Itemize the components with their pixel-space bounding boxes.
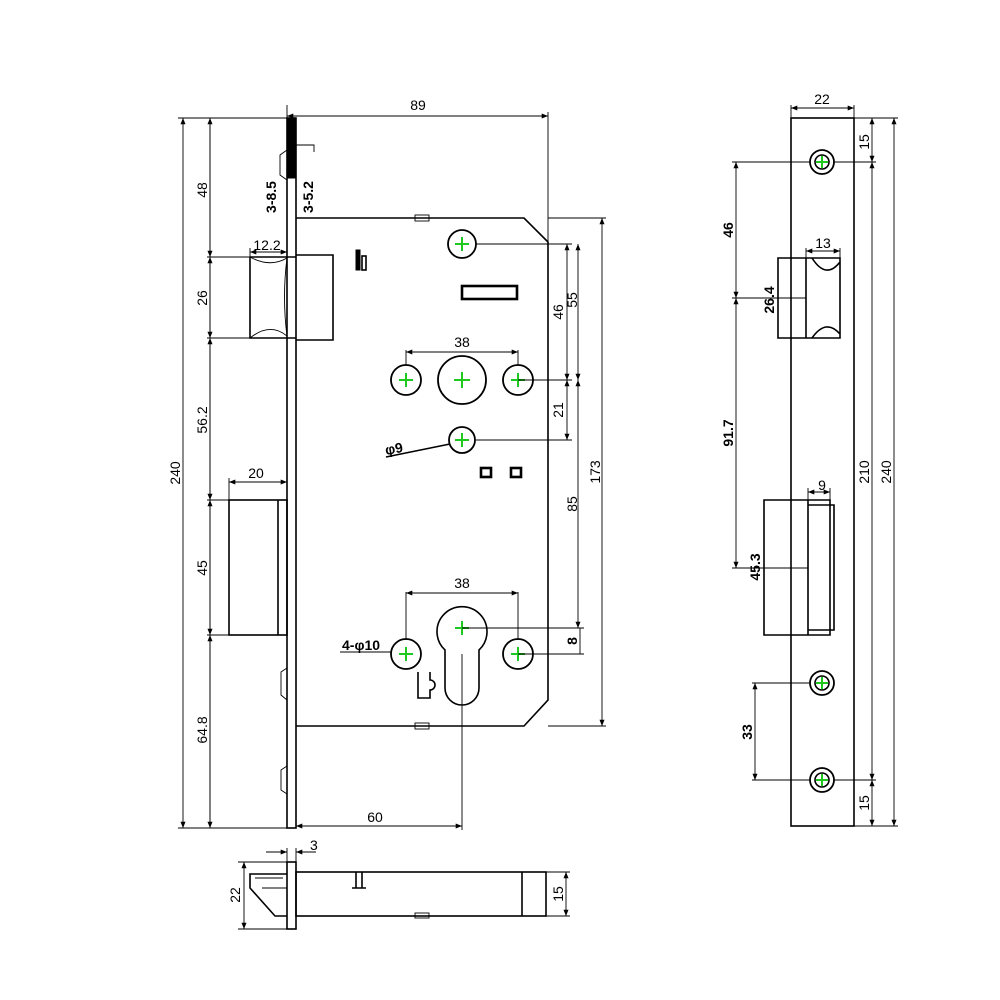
bottom-latch-detail bbox=[255, 877, 287, 889]
front-view: 89 240 48 26 56.2 45 64.8 12.2 20 3-8.5 … bbox=[167, 97, 606, 830]
dim-right-21: 21 bbox=[550, 402, 566, 418]
case-mark bbox=[355, 249, 361, 271]
latch-bevel bbox=[249, 256, 288, 339]
case-slot-top bbox=[414, 214, 430, 222]
dim-left-bottom: 64.8 bbox=[194, 716, 210, 743]
bottom-view: 3 22 15 bbox=[227, 837, 570, 930]
note-faceplate-a: 3-8.5 bbox=[263, 181, 279, 213]
dim-bottom-case-height: 15 bbox=[550, 886, 566, 902]
dim-cylinder-offset: 8 bbox=[564, 637, 580, 645]
bottom-slot bbox=[414, 912, 430, 919]
dim-side-bolt-width: 9 bbox=[818, 477, 826, 493]
dim-bottom-plate-thickness: 3 bbox=[310, 837, 318, 853]
dim-side-inner-height: 210 bbox=[856, 460, 872, 484]
dim-side-overall: 240 bbox=[878, 460, 894, 484]
faceplate-notch-top bbox=[279, 149, 288, 181]
dim-side-hole-spacing: 33 bbox=[739, 724, 755, 740]
dim-top-width: 89 bbox=[410, 97, 426, 113]
dim-left-top: 48 bbox=[194, 182, 210, 198]
dim-right-55: 55 bbox=[564, 292, 580, 308]
faceplate-top-strip bbox=[286, 117, 297, 179]
dim-side-bolt-height: 45.3 bbox=[747, 553, 763, 580]
dim-side-latch-width: 13 bbox=[815, 235, 831, 251]
faceplate-notch-mid bbox=[280, 667, 288, 701]
faceplate-tab bbox=[296, 144, 315, 152]
side-hole-center-marks bbox=[816, 156, 828, 786]
dim-side-latch-to-top: 46 bbox=[720, 222, 736, 238]
bottom-plate bbox=[286, 861, 297, 930]
dim-right-46: 46 bbox=[550, 304, 566, 320]
dim-latch-width: 12.2 bbox=[253, 237, 280, 253]
side-hole-top-inner bbox=[814, 154, 830, 170]
faceplate-notch-low bbox=[280, 765, 288, 795]
side-hole-mid-inner bbox=[814, 675, 830, 691]
dim-side-latch-height: 26.4 bbox=[761, 286, 777, 313]
bottom-case bbox=[295, 871, 547, 917]
case-slot-bottom bbox=[414, 722, 430, 730]
side-hole-bottom-inner bbox=[814, 772, 830, 788]
bottom-clip bbox=[352, 872, 366, 889]
dim-deadbolt-width: 20 bbox=[248, 465, 264, 481]
dim-side-top-hole: 15 bbox=[856, 134, 872, 150]
dim-side-bottom-hole: 15 bbox=[856, 795, 872, 811]
dim-left-overall: 240 bbox=[167, 461, 183, 485]
label-follower-hole: φ9 bbox=[384, 439, 405, 458]
side-deadbolt bbox=[763, 499, 835, 636]
cylinder-cam-slot bbox=[417, 672, 436, 699]
dim-backset: 60 bbox=[367, 809, 383, 825]
dim-left-mid: 56.2 bbox=[194, 406, 210, 433]
dim-side-plate-width: 22 bbox=[814, 91, 830, 107]
deadbolt bbox=[228, 499, 288, 636]
side-faceplate bbox=[790, 117, 855, 827]
side-view: 22 15 210 15 240 13 46 91.7 26.4 9 bbox=[720, 91, 898, 827]
case-small-1 bbox=[479, 466, 493, 479]
case-small-2 bbox=[509, 466, 523, 479]
dim-left-deadbolt: 45 bbox=[194, 560, 210, 576]
latch-bolt bbox=[249, 254, 334, 341]
dim-follower-spacing: 38 bbox=[454, 334, 470, 350]
bottom-latch bbox=[249, 873, 287, 917]
label-cylinder-holes: 4-φ10 bbox=[342, 637, 380, 653]
dim-side-latch-to-bolt: 91.7 bbox=[720, 419, 736, 446]
dim-bottom-plate-height: 22 bbox=[227, 887, 243, 903]
case-window bbox=[460, 284, 519, 301]
cylinder-profile bbox=[436, 605, 488, 706]
faceplate bbox=[286, 117, 297, 829]
dim-right-85: 85 bbox=[564, 496, 580, 512]
case-mark-2 bbox=[361, 255, 367, 271]
dim-right-173: 173 bbox=[587, 460, 603, 484]
dim-cylinder-spacing: 38 bbox=[454, 575, 470, 591]
dim-left-latch: 26 bbox=[194, 290, 210, 306]
note-faceplate-b: 3-5.2 bbox=[300, 181, 316, 213]
lock-case bbox=[296, 217, 549, 727]
